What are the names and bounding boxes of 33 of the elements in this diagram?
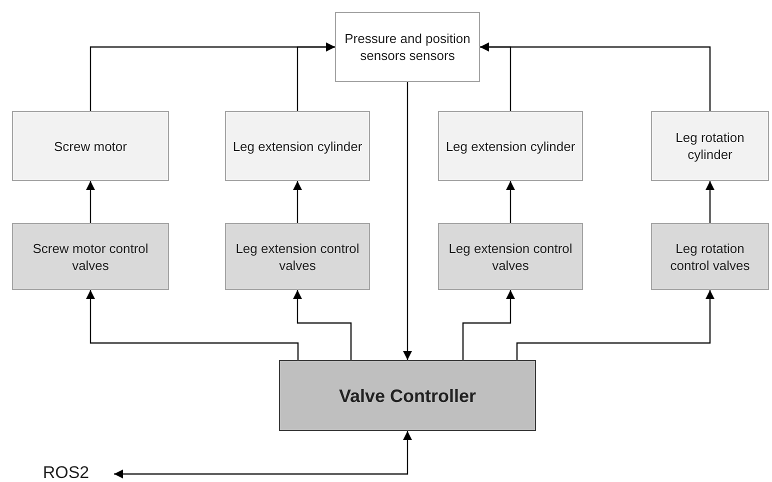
arrow (516, 290, 714, 360)
arrow (114, 431, 412, 478)
arrow (403, 82, 412, 360)
valve-box (438, 223, 583, 290)
arrow (480, 42, 711, 111)
actuator-box (12, 111, 169, 181)
node-label: Valve Controller (338, 384, 478, 406)
arrow (506, 181, 515, 223)
arrow (293, 181, 302, 223)
valve-box (12, 223, 169, 290)
controller-box (279, 360, 536, 431)
sensor-box (335, 12, 480, 82)
arrow (293, 290, 352, 360)
arrow (296, 42, 335, 111)
valve-box (651, 223, 769, 290)
node-label: Leg rotation control valves (669, 240, 751, 274)
node-label: Leg extension cylinder (232, 138, 364, 154)
node-label: Screw motor (53, 138, 128, 154)
node-label: Leg extension control valves (234, 240, 360, 274)
actuator-box (651, 111, 769, 181)
node-label: Leg rotation cylinder (674, 129, 746, 163)
arrow (706, 181, 714, 223)
actuator-box (225, 111, 370, 181)
node-label: Leg extension control valves (448, 240, 574, 274)
arrow (86, 290, 299, 360)
node-label: Screw motor control valves (32, 240, 150, 274)
arrow (86, 181, 95, 223)
endpoint-label: ROS2 (42, 462, 90, 482)
valve-box (225, 223, 370, 290)
node-label: Leg extension cylinder (444, 138, 576, 154)
arrow (462, 290, 515, 360)
node-label: Pressure and position sensors sensors (344, 30, 472, 64)
actuator-box (438, 111, 583, 181)
